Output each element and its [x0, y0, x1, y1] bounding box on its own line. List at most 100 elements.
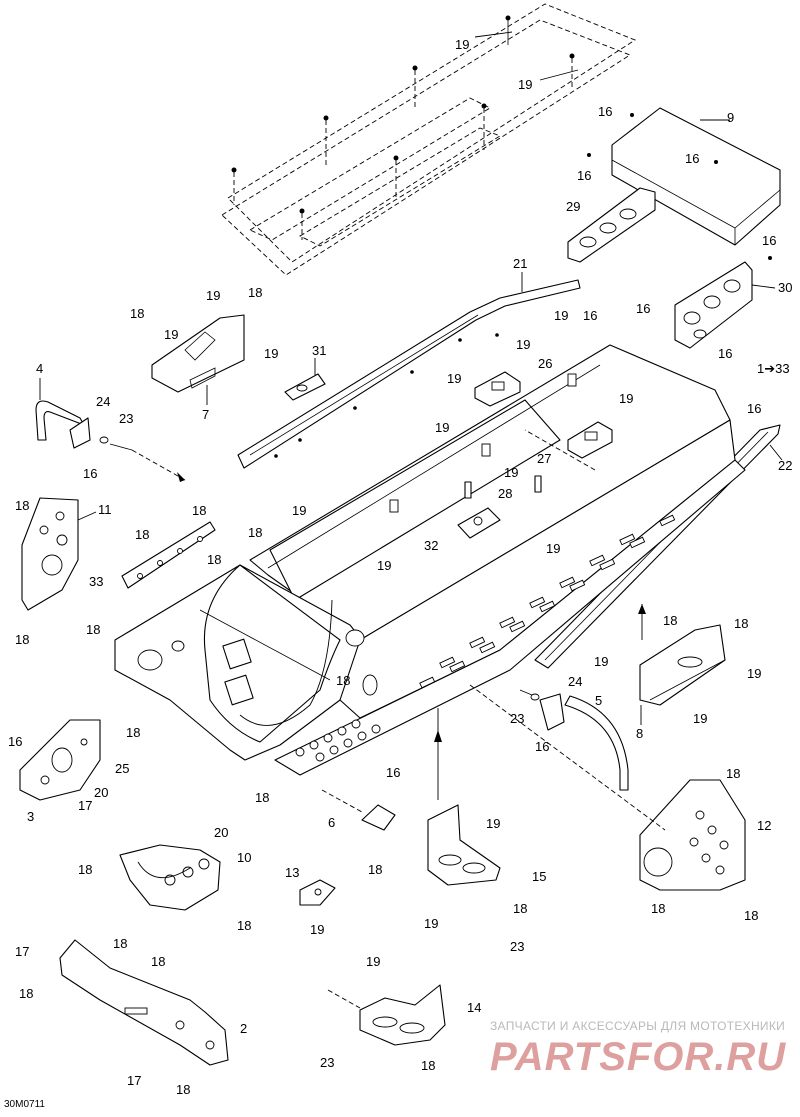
- callout-6: 6: [328, 815, 335, 830]
- callout-19-o: 19: [594, 654, 608, 669]
- callout-18-b: 18: [248, 285, 262, 300]
- part-7-bracket: [151, 314, 245, 405]
- part-31-bracket: [284, 358, 326, 401]
- callout-16-g: 16: [718, 346, 732, 361]
- part-30-bracket: [674, 261, 776, 349]
- callout-22: 22: [778, 458, 792, 473]
- callout-19-q: 19: [693, 711, 707, 726]
- callout-18-a: 18: [130, 306, 144, 321]
- part-28-stud: [464, 475, 542, 499]
- part-10-bracket: [119, 844, 221, 911]
- running-board-slots: [419, 514, 676, 689]
- callout-18-r: 18: [368, 862, 382, 877]
- callout-16-d: 16: [762, 233, 776, 248]
- callout-18-x: 18: [176, 1082, 190, 1097]
- callout-19-i: 19: [619, 391, 633, 406]
- callout-19-p: 19: [747, 666, 761, 681]
- callout-2: 2: [240, 1021, 247, 1036]
- callout-15: 15: [532, 869, 546, 884]
- callout-18-o: 18: [726, 766, 740, 781]
- part-3-bracket: [19, 719, 101, 801]
- callout-17-c: 17: [127, 1073, 141, 1088]
- part-9-rear-cover: [587, 107, 781, 260]
- callout-19-h: 19: [447, 371, 461, 386]
- callout-3: 3: [27, 809, 34, 824]
- assembly-line-right: [469, 684, 666, 831]
- callout-18-q: 18: [744, 908, 758, 923]
- part-4-handle: [35, 378, 186, 482]
- assembly-line-center: [524, 429, 596, 471]
- callout-18-z: 18: [421, 1058, 435, 1073]
- callout-18-l: 18: [255, 790, 269, 805]
- callout-19-k: 19: [504, 465, 518, 480]
- callout-23-c: 23: [510, 939, 524, 954]
- callout-18-p: 18: [651, 901, 665, 916]
- part-2-long-plate: [59, 939, 229, 1066]
- callout-16-j: 16: [8, 734, 22, 749]
- callout-19-j: 19: [435, 420, 449, 435]
- callout-23-d: 23: [320, 1055, 334, 1070]
- callout-16-i: 16: [83, 466, 97, 481]
- callout-19-b: 19: [518, 77, 532, 92]
- callout-1-33: 1➔33: [757, 361, 790, 376]
- callout-19-m: 19: [377, 558, 391, 573]
- callout-31: 31: [312, 343, 326, 358]
- part-5-tube: [519, 689, 629, 791]
- callout-19-a: 19: [455, 37, 469, 52]
- callout-24-a: 24: [96, 394, 110, 409]
- callout-29: 29: [566, 199, 580, 214]
- callout-27: 27: [537, 451, 551, 466]
- callout-25: 25: [115, 761, 129, 776]
- part-8-bracket: [639, 624, 726, 725]
- callout-18-c: 18: [15, 498, 29, 513]
- callout-19-t: 19: [310, 922, 324, 937]
- callout-19-e: 19: [264, 346, 278, 361]
- callout-18-g: 18: [207, 552, 221, 567]
- part-29-bracket: [567, 187, 656, 263]
- main-tunnel: [114, 344, 746, 776]
- callout-16-l: 16: [535, 739, 549, 754]
- callout-32: 32: [424, 538, 438, 553]
- callout-5: 5: [595, 693, 602, 708]
- callout-18-f: 18: [248, 525, 262, 540]
- callout-17-b: 17: [15, 944, 29, 959]
- foot-plate-holes: [295, 719, 381, 762]
- callout-11: 11: [98, 502, 112, 517]
- callout-21: 21: [513, 256, 527, 271]
- callout-18-i: 18: [86, 622, 100, 637]
- callout-19-l: 19: [292, 503, 306, 518]
- callout-20-a: 20: [94, 785, 108, 800]
- part-14-footrest-bracket: [327, 984, 446, 1046]
- callout-16-h: 16: [747, 401, 761, 416]
- callout-13: 13: [285, 865, 299, 880]
- part-15-footrest-bracket: [427, 708, 501, 886]
- callout-12: 12: [757, 818, 771, 833]
- callout-10: 10: [237, 850, 251, 865]
- callout-26: 26: [538, 356, 552, 371]
- callout-19-u: 19: [366, 954, 380, 969]
- callout-18-m: 18: [663, 613, 677, 628]
- callout-19-d: 19: [164, 327, 178, 342]
- callout-17-a: 17: [78, 798, 92, 813]
- part-32-bracket: [457, 507, 501, 539]
- callout-30: 30: [778, 280, 792, 295]
- callout-16-k: 16: [386, 765, 400, 780]
- callout-16-b: 16: [577, 168, 591, 183]
- callout-16-e: 16: [583, 308, 597, 323]
- part-6-bracket: [321, 789, 396, 831]
- callout-19-s: 19: [424, 916, 438, 931]
- part-13-bracket: [299, 879, 336, 906]
- part-26-bracket: [474, 371, 521, 407]
- part-11-plate: [21, 497, 97, 611]
- callout-4: 4: [36, 361, 43, 376]
- tunnel-liner-sheet: [221, 3, 636, 276]
- callout-14: 14: [467, 1000, 481, 1015]
- callout-23-b: 23: [510, 711, 524, 726]
- callout-18-d: 18: [192, 503, 206, 518]
- part-21-slide-rail: [237, 272, 581, 469]
- callout-18-j: 18: [336, 673, 350, 688]
- callout-18-y: 18: [513, 901, 527, 916]
- callout-23-a: 23: [119, 411, 133, 426]
- callout-labels: 1➔33 2 3 4 5 6 7 8 9 10 11 12 13 14 15 1…: [8, 37, 792, 1097]
